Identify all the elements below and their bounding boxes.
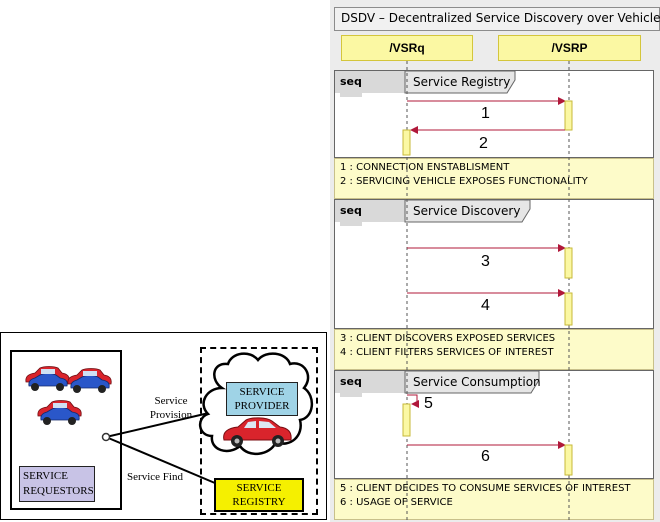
self-message-arrow: [407, 394, 419, 408]
connector-node: [101, 432, 111, 442]
service-provider-label: SERVICE PROVIDER: [226, 382, 298, 416]
fragment-tag: seq: [340, 204, 362, 226]
note-line: 1 : CONNECTION ENSTABLISMENT: [340, 162, 510, 173]
car-icon: [37, 400, 82, 425]
service-provision-caption: Service Provision: [149, 395, 193, 421]
note-box: 3 : CLIENT DISCOVERS EXPOSED SERVICES 4 …: [334, 329, 654, 370]
sequence-messages: [402, 61, 573, 522]
note-line: 3 : CLIENT DISCOVERS EXPOSED SERVICES: [340, 333, 556, 344]
provision-line: [105, 411, 214, 438]
service-find-caption: Service Find: [127, 471, 183, 483]
activation-bar: [564, 247, 573, 279]
service-registry-label: SERVICE REGISTRY: [214, 478, 304, 512]
diagram-title-bar: [334, 7, 660, 31]
note-line: 5 : CLIENT DECIDES TO CONSUME SERVICES O…: [340, 483, 631, 494]
activation-bar: [564, 292, 573, 326]
requestors-group: [10, 350, 122, 510]
fragment-name: Service Discovery: [413, 204, 521, 218]
diagram-title: DSDV – Decentralized Service Discovery o…: [341, 11, 660, 25]
lifeline-vsrq: /VSRq: [341, 35, 473, 61]
activation-bar: [564, 100, 573, 131]
find-line: [105, 436, 223, 487]
message-label: 4: [481, 297, 490, 314]
note-box: 1 : CONNECTION ENSTABLISMENT 2 : SERVICI…: [334, 158, 654, 199]
car-icon: [223, 417, 292, 447]
message-label: 3: [481, 253, 490, 270]
car-icon: [25, 366, 70, 391]
activation-bar: [564, 444, 573, 476]
service-requestors-label: SERVICE REQUESTORS: [19, 466, 95, 502]
note-box: 5 : CLIENT DECIDES TO CONSUME SERVICES O…: [334, 479, 654, 520]
fragment-tag: seq: [340, 375, 362, 397]
message-label: 2: [479, 135, 488, 152]
note-line: 4 : CLIENT FILTERS SERVICES OF INTEREST: [340, 347, 554, 358]
note-line: 6 : USAGE OF SERVICE: [340, 497, 453, 508]
lifeline-vsrp: /VSRP: [498, 35, 641, 61]
fragment-tag: seq: [340, 75, 362, 97]
note-line: 2 : SERVICING VEHICLE EXPOSES FUNCTIONAL…: [340, 176, 588, 187]
message-label: 5: [424, 395, 433, 412]
activation-bar: [402, 129, 411, 156]
car-icon: [67, 368, 112, 393]
fragment-name: Service Consumption: [413, 375, 541, 389]
message-label: 6: [481, 448, 490, 465]
activation-bar: [402, 403, 411, 437]
message-label: 1: [481, 105, 490, 122]
fragment-name: Service Registry: [413, 75, 511, 89]
